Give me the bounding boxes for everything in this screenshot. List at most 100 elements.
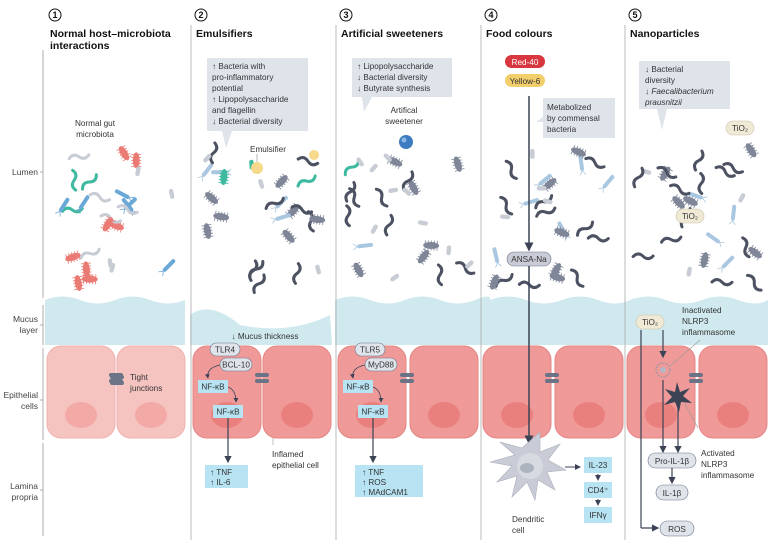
panel-title: interactions bbox=[50, 40, 110, 52]
bacterium-icon bbox=[487, 274, 502, 290]
bacterium-icon bbox=[201, 223, 214, 239]
nfkb-pill bbox=[198, 380, 228, 393]
bacterium-icon bbox=[632, 166, 645, 189]
bacterium-icon bbox=[264, 196, 285, 210]
dendritic-cell-icon bbox=[489, 431, 567, 502]
bacterium-icon bbox=[578, 155, 587, 176]
bacterium-icon bbox=[88, 191, 112, 203]
tight-junction-icon bbox=[400, 379, 414, 383]
bacterium-icon bbox=[116, 204, 139, 216]
nfkb-pill bbox=[358, 405, 388, 418]
panel-title: Emulsifiers bbox=[196, 28, 253, 40]
bacterium-icon bbox=[741, 236, 751, 259]
bacterium-icon bbox=[65, 250, 81, 264]
panel-number-circle bbox=[48, 8, 62, 22]
bacterium-icon bbox=[697, 171, 705, 195]
cell-nucleus bbox=[645, 402, 677, 428]
p3-agent-label-1: Artifical bbox=[391, 106, 418, 115]
bacterium-icon bbox=[714, 165, 736, 178]
bacterium-icon bbox=[682, 193, 699, 209]
nfkb-pill-label: NF-κB bbox=[216, 408, 240, 417]
arrow bbox=[349, 364, 366, 379]
panel-number: 3 bbox=[343, 10, 348, 20]
cell-nucleus bbox=[573, 402, 605, 428]
bacterium-icon bbox=[292, 262, 302, 285]
bacterium-icon bbox=[455, 261, 476, 275]
bacterium-icon bbox=[383, 213, 395, 237]
bacterium-icon bbox=[270, 213, 291, 224]
bacterium-icon bbox=[710, 278, 734, 287]
p3-callout bbox=[352, 58, 452, 112]
p3-callout-1: ↑ Lipopolysaccharide bbox=[357, 62, 434, 71]
bacterium-icon bbox=[504, 159, 518, 180]
bacterium-icon bbox=[356, 157, 364, 167]
bacterium-icon bbox=[203, 190, 220, 206]
cell-nucleus bbox=[717, 402, 749, 428]
bacterium-icon bbox=[344, 204, 352, 228]
receptor-pill-label: TLR5 bbox=[360, 346, 380, 355]
tight-junction-icon bbox=[255, 373, 269, 377]
nfkb-pill-label: NF-κB bbox=[346, 383, 370, 392]
p5-callout-1: ↓ Bacterial bbox=[645, 65, 683, 74]
bacterium-icon bbox=[344, 180, 357, 203]
epithelial-cell bbox=[698, 345, 768, 439]
bacterium-icon bbox=[451, 156, 465, 172]
cell-nucleus bbox=[281, 402, 313, 428]
bacterium-icon bbox=[252, 273, 266, 294]
receptor-pill bbox=[354, 342, 386, 357]
bacterium-icon bbox=[530, 148, 535, 159]
bacterium-icon bbox=[388, 187, 399, 193]
row-label-lumen: Lumen bbox=[12, 167, 38, 177]
p3-output-box bbox=[355, 465, 423, 497]
panel-dividers bbox=[190, 25, 626, 540]
nfkb-pill-label: NF-κB bbox=[361, 408, 385, 417]
bacterium-icon bbox=[258, 178, 265, 189]
ros-label: ROS bbox=[668, 525, 686, 534]
bacterium-icon bbox=[197, 163, 214, 182]
dye-red-40 bbox=[505, 55, 545, 68]
p1-microbiota-label-1: Normal gut bbox=[75, 119, 116, 128]
tio2-label: TiO₂ bbox=[642, 318, 658, 327]
bacterium-icon bbox=[74, 195, 90, 214]
p5-active-label-1: Activated bbox=[701, 449, 735, 458]
tio2-label: TiO₂ bbox=[732, 124, 748, 133]
panel-number-circle bbox=[339, 8, 353, 22]
p4-cell-label-2: cell bbox=[512, 526, 524, 535]
adaptor-pill-label: BCL-10 bbox=[222, 361, 250, 370]
bacterium-icon bbox=[280, 228, 297, 245]
p1-junction-label-1: Tight bbox=[130, 373, 149, 382]
bacterium-icon bbox=[81, 173, 98, 191]
cascade-box bbox=[584, 482, 612, 498]
bacterium-icon bbox=[80, 261, 92, 278]
panel-number: 2 bbox=[198, 10, 203, 20]
bacterium-icon bbox=[500, 214, 511, 220]
dye-yellow-6-label: Yellow-6 bbox=[510, 77, 541, 86]
cascade-label: IFNγ bbox=[589, 511, 607, 520]
il1b-label: IL-1β bbox=[663, 489, 682, 498]
bacterium-icon bbox=[686, 266, 692, 277]
tio2-label: TiO₂ bbox=[682, 212, 698, 221]
panel-title: Artificial sweeteners bbox=[341, 28, 443, 40]
bacterium-icon bbox=[158, 259, 176, 277]
p2-callout-line: ↓ Bacterial diversity bbox=[212, 117, 283, 126]
row-label-lamina-2: propria bbox=[12, 492, 39, 502]
tio2-particle bbox=[725, 120, 755, 136]
bacterium-icon bbox=[343, 158, 360, 177]
epithelial-cell bbox=[116, 345, 186, 439]
tight-junction-icon bbox=[545, 373, 559, 377]
bacterium-icon bbox=[722, 162, 744, 175]
p3-output-2: ↑ ROS bbox=[362, 478, 387, 487]
p2-callout-line: potential bbox=[212, 84, 243, 93]
panel-number-circle bbox=[484, 8, 498, 22]
p2-output-1: ↑ TNF bbox=[210, 468, 232, 477]
p2-output-box bbox=[205, 465, 248, 488]
bacterium-icon bbox=[309, 213, 326, 226]
nfkb-pill-label: NF-κB bbox=[201, 383, 225, 392]
p5-inactive-label-2: NLRP3 bbox=[682, 317, 709, 326]
p3-callout-3: ↓ Butyrate synthesis bbox=[357, 84, 430, 93]
arrow bbox=[372, 386, 384, 403]
row-axis bbox=[40, 50, 44, 536]
panel-title: Nanoparticles bbox=[630, 28, 700, 40]
